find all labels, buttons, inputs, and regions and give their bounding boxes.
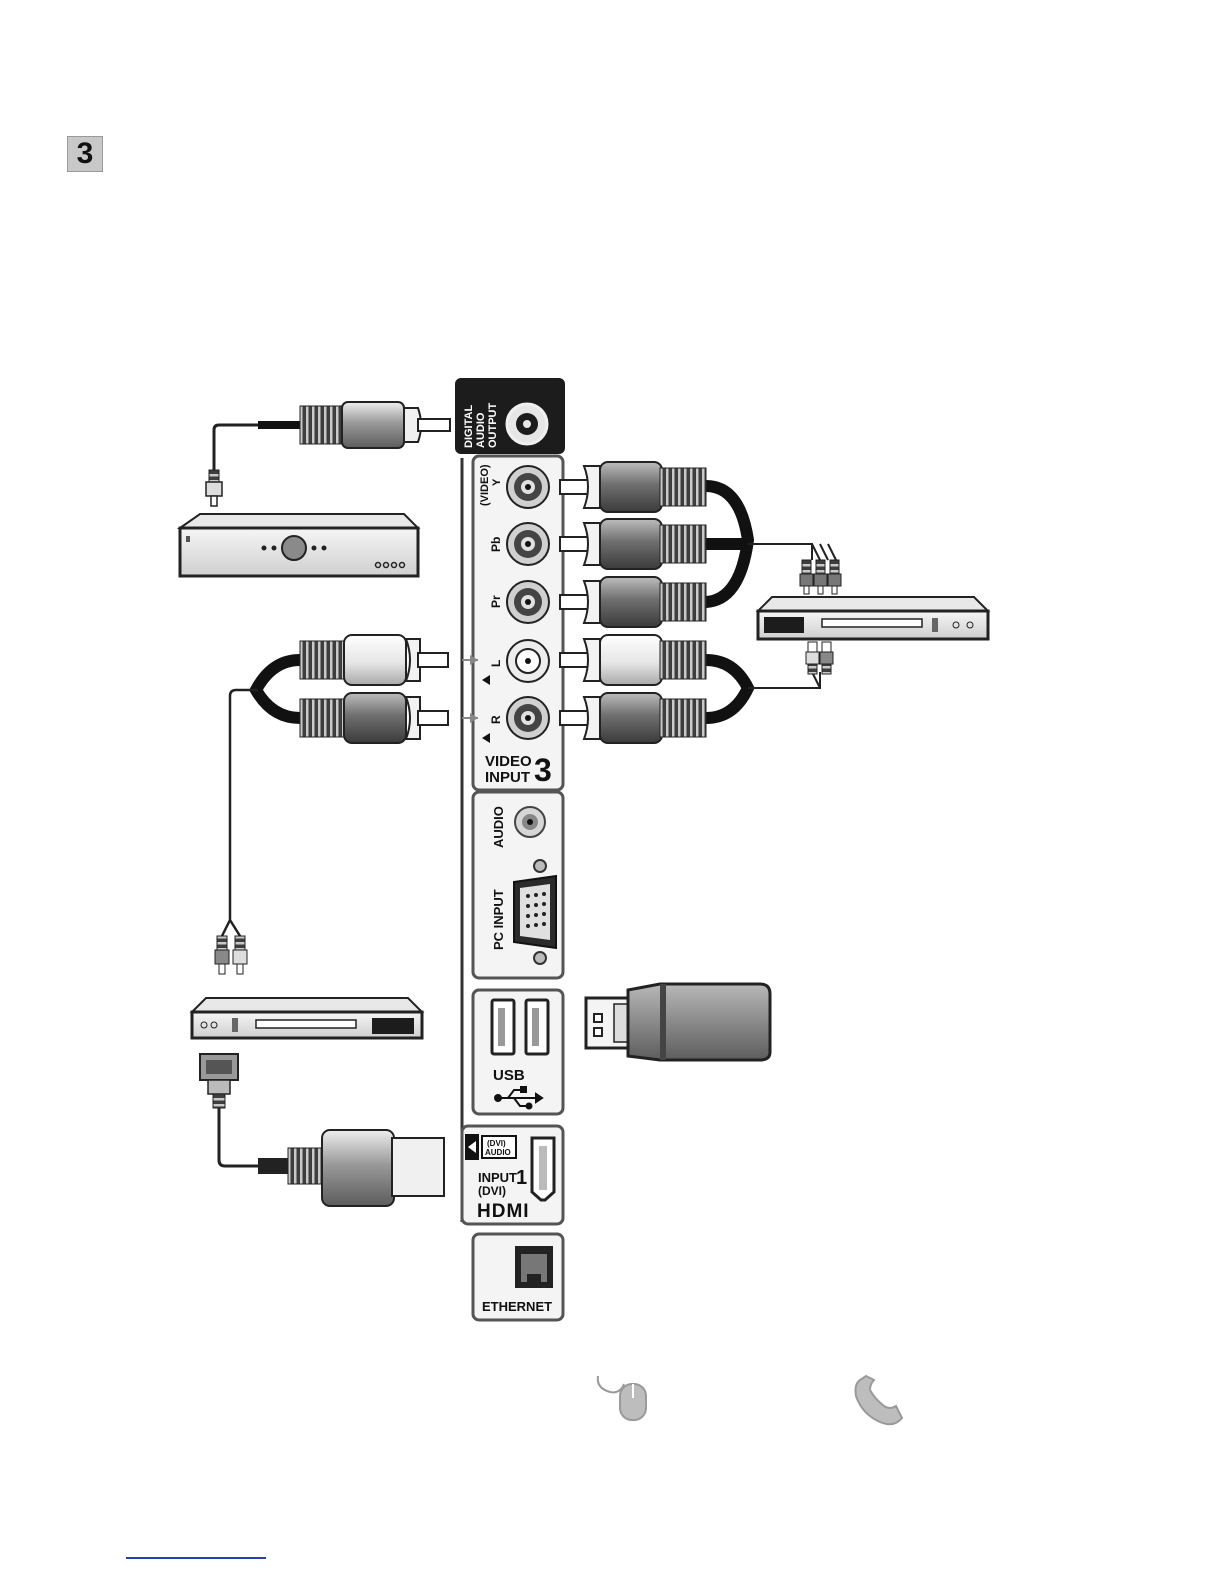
audio-cable-left xyxy=(215,635,448,974)
digital-label: DIGITAL xyxy=(463,405,475,448)
pr-label: Pr xyxy=(489,595,503,608)
hdmi-input-label: INPUT xyxy=(478,1170,517,1185)
l-label: L xyxy=(489,660,503,667)
ethernet-port[interactable] xyxy=(515,1246,553,1288)
jack-audio-l[interactable] xyxy=(507,640,549,682)
pc-input-label: PC INPUT xyxy=(491,889,506,950)
dvd-player-right xyxy=(758,597,988,639)
phone-icon xyxy=(856,1376,903,1424)
r-label: R xyxy=(489,715,503,724)
video-input-line1: VIDEO xyxy=(485,753,532,770)
video-label: (VIDEO) xyxy=(479,464,491,506)
pc-audio-jack[interactable] xyxy=(515,807,545,837)
audio-label: AUDIO xyxy=(475,412,487,448)
video-input-number: 3 xyxy=(534,752,552,788)
mouse-icon xyxy=(598,1376,646,1420)
dvd-player-left xyxy=(192,998,422,1038)
hdmi-dvi-label: (DVI) xyxy=(478,1184,506,1198)
footer-link-underline[interactable] xyxy=(126,1557,266,1559)
jack-audio-r[interactable] xyxy=(507,697,549,739)
usb-label: USB xyxy=(493,1067,525,1084)
jack-pb[interactable] xyxy=(507,523,549,565)
audio-cable-right xyxy=(560,635,833,743)
dvi-audio-badge-bottom: AUDIO xyxy=(485,1148,511,1157)
speaker-icon xyxy=(465,1134,479,1160)
hdmi-port[interactable] xyxy=(532,1138,554,1200)
y-label: Y xyxy=(491,478,503,486)
usb-port-1[interactable] xyxy=(492,1000,514,1054)
digital-audio-cable xyxy=(206,402,450,506)
output-label: OUTPUT xyxy=(487,403,499,449)
ethernet-label: ETHERNET xyxy=(482,1299,552,1314)
hdmi-dvi-cable xyxy=(200,1054,444,1206)
jack-y[interactable] xyxy=(507,466,549,508)
video-input-line2: INPUT xyxy=(485,769,530,786)
hdmi-logo: HDMI xyxy=(477,1201,530,1222)
usb-flash-drive xyxy=(586,984,770,1060)
digital-audio-output-jack[interactable] xyxy=(507,404,547,444)
pc-audio-label: AUDIO xyxy=(491,806,506,848)
jack-pr[interactable] xyxy=(507,581,549,623)
audio-receiver-device xyxy=(180,514,418,576)
dvi-audio-badge-top: (DVI) xyxy=(487,1139,506,1148)
hdmi-input-number: 1 xyxy=(516,1167,527,1189)
usb-port-2[interactable] xyxy=(526,1000,548,1054)
pb-label: Pb xyxy=(489,537,503,552)
